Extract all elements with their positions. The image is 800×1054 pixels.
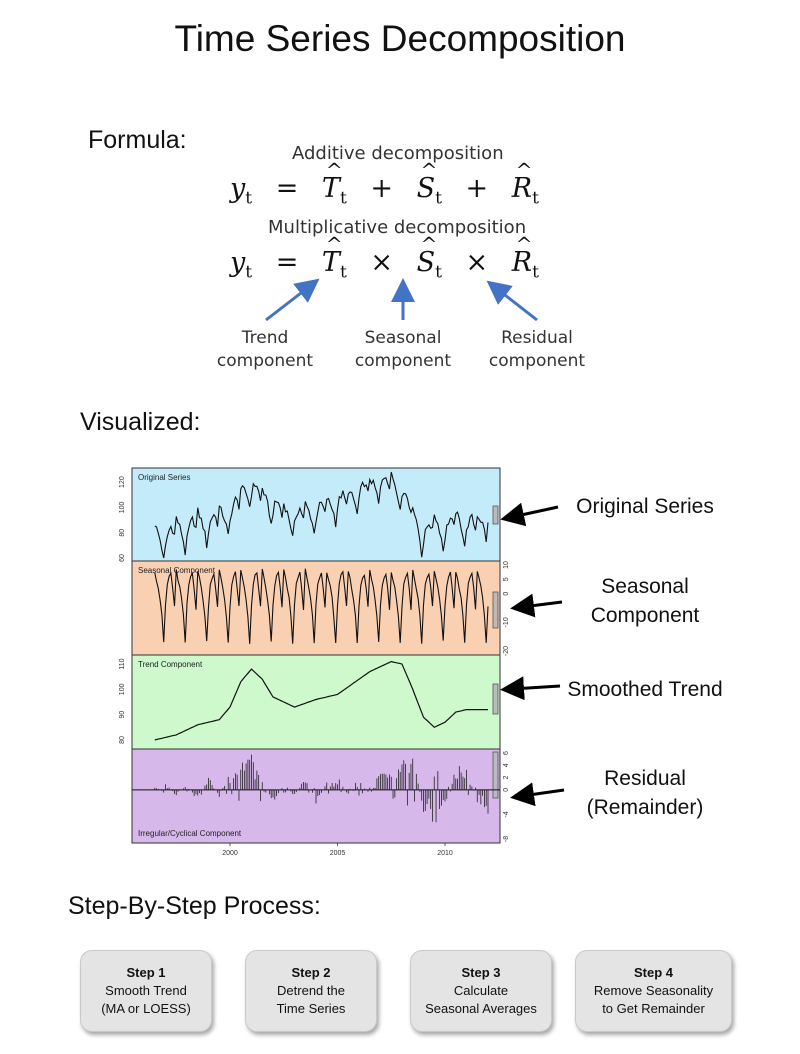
steps-heading: Step-By-Step Process: — [68, 892, 321, 920]
y-tick-label: -20 — [503, 646, 510, 656]
residual-pointer-arrow — [510, 782, 565, 807]
panel-label-original: Original Series — [138, 473, 190, 482]
seasonal-symbol: St — [417, 158, 442, 209]
label-residual: Residual(Remainder) — [586, 767, 704, 819]
step-4-box: Step 4 Remove Seasonality to Get Remaind… — [575, 950, 732, 1032]
y-tick-label: 10 — [503, 561, 510, 569]
x-tick-label: 2010 — [437, 850, 453, 857]
seasonal-symbol: St — [417, 232, 442, 283]
y-tick-label: 80 — [119, 736, 126, 744]
y-tick-label: 100 — [119, 683, 126, 695]
y-tick-label: 2 — [503, 776, 510, 780]
visualized-heading: Visualized: — [80, 408, 201, 436]
y-tick-label: 120 — [119, 476, 126, 488]
scale-bar-original — [492, 505, 499, 525]
seasonal-pointer-arrow — [510, 593, 563, 618]
multiplicative-equation: yt = Tt × St × Rt — [230, 232, 539, 283]
trend-symbol: Tt — [322, 158, 347, 209]
chart-pointer-arrows — [500, 502, 565, 807]
formula-arrows — [265, 278, 538, 322]
label-original-series: Original Series — [576, 495, 714, 518]
formula-heading: Formula: — [88, 126, 187, 154]
original-pointer-arrow — [500, 502, 559, 527]
step-1-box: Step 1 Smooth Trend (MA or LOESS) — [80, 950, 212, 1032]
y-tick-label: 60 — [119, 554, 126, 562]
label-smoothed-trend: Smoothed Trend — [567, 678, 723, 701]
x-tick-label: 2000 — [222, 850, 238, 857]
residual-symbol: Rt — [512, 232, 539, 283]
panel-trend — [131, 654, 501, 750]
y-tick-label: 4 — [503, 763, 510, 767]
scale-bar-trend — [492, 683, 499, 715]
additive-equation: yt = Tt + St + Rt — [230, 158, 539, 209]
y-tick-label: 0 — [503, 592, 510, 596]
y-tick-label: 5 — [503, 577, 510, 581]
y-tick-label: 110 — [119, 658, 126, 669]
panel-label-trend: Trend Component — [138, 660, 203, 669]
y-tick-label: 100 — [119, 501, 126, 513]
step-2-box: Step 2 Detrend the Time Series — [245, 950, 377, 1032]
step-3-box: Step 3 Calculate Seasonal Averages — [410, 950, 552, 1032]
residual-symbol: Rt — [512, 158, 539, 209]
trend-symbol: Tt — [322, 232, 347, 283]
y-symbol: y — [230, 173, 246, 204]
y-symbol: y — [230, 247, 246, 278]
scale-bar-seasonal — [492, 591, 499, 629]
y-tick-label: -4 — [503, 811, 510, 817]
trend-component-line — [154, 660, 488, 741]
scale-bar-irregular — [492, 751, 499, 799]
trend-pointer-arrow — [500, 676, 561, 701]
y-tick-label: 0 — [503, 788, 510, 792]
y-tick-label: 6 — [503, 751, 510, 755]
seasonal-component-line — [154, 568, 489, 644]
residual-arrow — [486, 280, 538, 322]
panel-label-irregular: Irregular/Cyclical Component — [138, 829, 242, 838]
additive-caption: Additive decomposition — [292, 143, 504, 164]
y-tick-label: 80 — [119, 529, 126, 537]
y-tick-label: 90 — [119, 711, 126, 719]
y-tick-label: -10 — [503, 617, 510, 627]
y-tick-label: -8 — [503, 836, 510, 842]
trend-arrow — [265, 278, 320, 322]
x-tick-label: 2005 — [330, 850, 346, 857]
decomposition-chart: Original Series Seasonal Component Trend… — [119, 467, 510, 857]
original-series-line — [154, 471, 489, 559]
page-title: Time Series Decomposition — [174, 18, 626, 59]
